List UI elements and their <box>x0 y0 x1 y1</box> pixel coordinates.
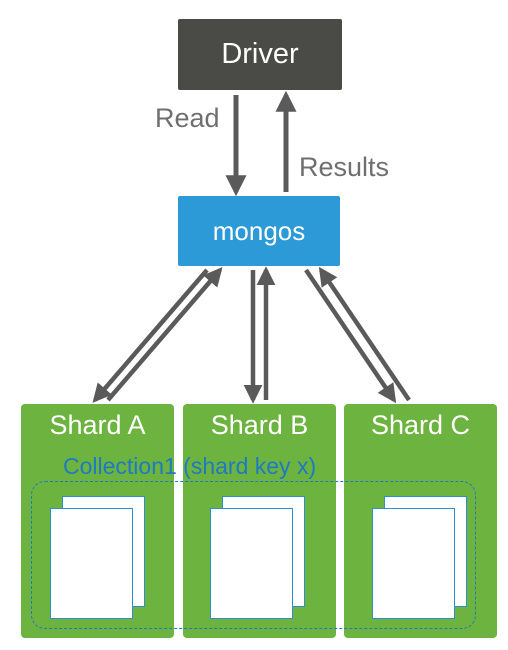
driver-label: Driver <box>221 38 299 70</box>
results-edge-label: Results <box>299 152 390 182</box>
shard-a-label: Shard A <box>49 410 146 440</box>
response-arrow-shard-c <box>318 266 411 402</box>
document-icon <box>210 508 293 619</box>
document-icon <box>50 508 133 619</box>
mongos-label: mongos <box>212 215 306 246</box>
read-edge-label: Read <box>155 103 220 133</box>
request-arrow-shard-c <box>304 268 397 404</box>
driver-node: Driver <box>178 19 342 90</box>
response-arrow-shard-a <box>106 267 223 402</box>
collection-label: Collection1 (shard key x) <box>63 453 317 479</box>
request-arrow-shard-a <box>92 268 209 403</box>
mongos-node: mongos <box>178 196 340 266</box>
shard-c-label: Shard C <box>370 410 471 440</box>
document-icon <box>372 508 455 619</box>
collection-boundary <box>31 481 476 629</box>
shard-b-label: Shard B <box>210 410 309 440</box>
